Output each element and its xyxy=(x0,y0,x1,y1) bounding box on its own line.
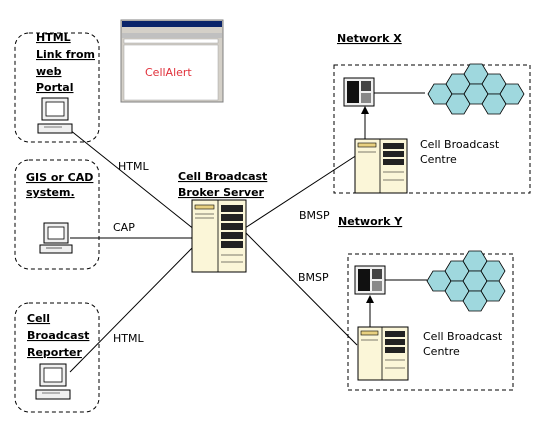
portal-label-3: web xyxy=(36,65,62,78)
link-label-bmsp-y: BMSP xyxy=(298,271,329,284)
cell-coverage-icon xyxy=(427,63,525,115)
network-x-box xyxy=(333,64,531,194)
cbc-server-icon xyxy=(354,138,408,194)
cbc-server-icon xyxy=(357,326,409,381)
reporter-label-3: Reporter xyxy=(27,346,83,359)
network-x-cbc-label-1: Cell Broadcast xyxy=(420,138,500,151)
link-reporter-broker xyxy=(69,244,196,373)
reporter-source-box xyxy=(14,302,100,413)
network-x-title: Network X xyxy=(337,32,402,45)
cell-coverage-icon xyxy=(426,250,506,312)
browser-content-area xyxy=(123,44,219,101)
broker-label-2: Broker Server xyxy=(178,186,265,199)
cellalert-text: CellAlert xyxy=(145,66,192,79)
link-broker-network-x xyxy=(244,154,358,229)
network-y-box xyxy=(347,253,514,391)
portal-label-4: Portal xyxy=(36,81,74,94)
broker-label-1: Cell Broadcast xyxy=(178,170,267,183)
link-label-cap: CAP xyxy=(113,221,135,234)
link-label-bmsp-x: BMSP xyxy=(299,209,330,222)
network-y-cbc-label-1: Cell Broadcast xyxy=(423,330,503,343)
base-station-icon xyxy=(343,77,375,107)
computer-icon xyxy=(37,97,73,134)
broker-server-icon xyxy=(191,199,247,273)
link-label-html-2: HTML xyxy=(113,332,144,345)
gis-label-1: GIS or CAD xyxy=(26,171,93,184)
network-y-cbc-label-2: Centre xyxy=(423,345,460,358)
portal-label-2: Link from xyxy=(36,48,95,61)
computer-icon xyxy=(39,222,73,254)
arrow-up-icon xyxy=(366,295,374,303)
gis-label-2: system. xyxy=(26,186,75,199)
link-label-html-1: HTML xyxy=(118,160,149,173)
link-portal-broker xyxy=(69,129,196,231)
network-y-title: Network Y xyxy=(338,215,403,228)
gis-source-box xyxy=(14,159,100,270)
browser-title-bar xyxy=(122,21,222,27)
portal-label-1: HTML xyxy=(36,31,71,44)
portal-source-box xyxy=(14,32,100,143)
computer-icon xyxy=(35,363,71,400)
arrow-up-icon xyxy=(361,106,369,114)
link-broker-network-y xyxy=(244,231,358,346)
reporter-label-2: Broadcast xyxy=(27,329,89,342)
reporter-label-1: Cell xyxy=(27,312,50,325)
base-station-icon xyxy=(354,265,386,295)
network-x-cbc-label-2: Centre xyxy=(420,153,457,166)
browser-window-thumbnail: CellAlert xyxy=(120,19,224,103)
